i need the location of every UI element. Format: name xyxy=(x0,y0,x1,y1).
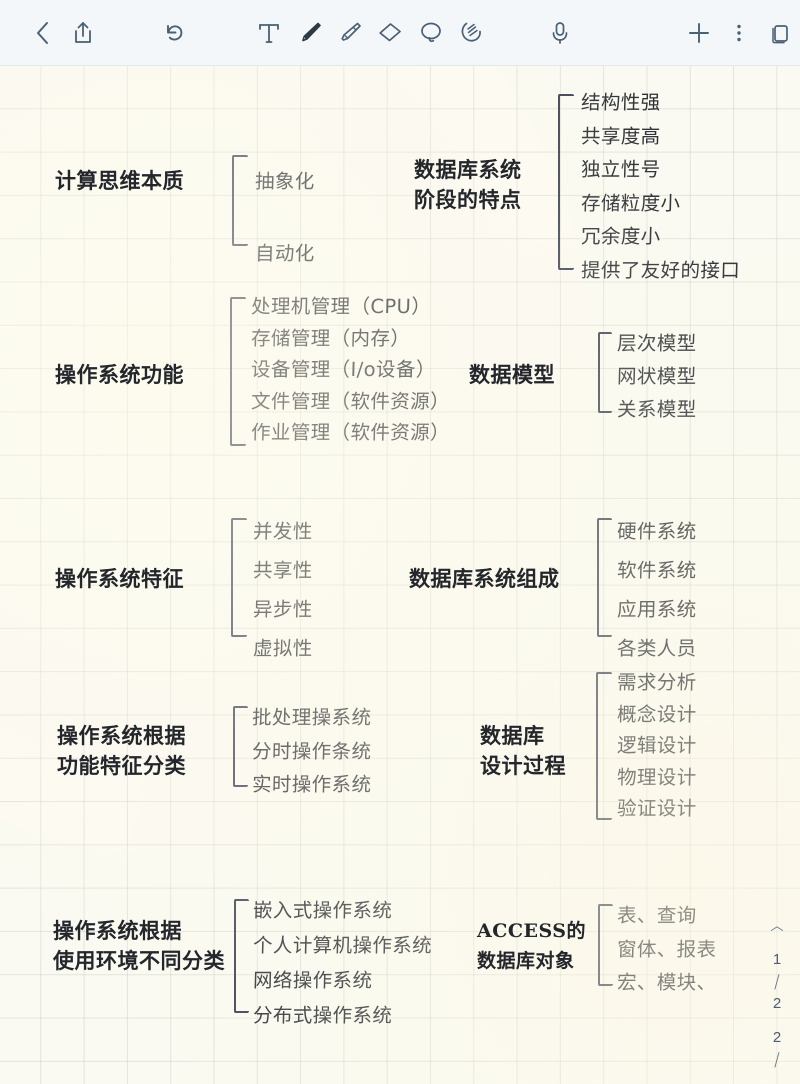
bracket-os-by-environment xyxy=(234,899,249,1013)
list-item: 层次模型 xyxy=(616,332,697,355)
list-item: 软件系统 xyxy=(616,559,697,582)
node-title-os-features: 操作系统特征 xyxy=(52,564,187,594)
bracket-os-functions xyxy=(230,297,246,446)
node-items-db-design-process: 需求分析 概念设计 逻辑设计 物理设计 验证设计 xyxy=(617,667,697,825)
list-item: 结构性强 xyxy=(580,91,661,114)
bracket-dbs-stage-features xyxy=(558,94,574,270)
list-item: 概念设计 xyxy=(616,702,697,726)
page-indicator-current: 1 xyxy=(772,951,782,968)
node-items-data-model: 层次模型 网状模型 关系模型 xyxy=(617,327,697,426)
add-icon[interactable] xyxy=(679,10,719,56)
list-item: 个人计算机操作系统 xyxy=(252,934,433,957)
node-items-os-by-environment: 嵌入式操作系统 个人计算机操作系统 网络操作系统 分布式操作系统 xyxy=(252,893,433,1033)
list-item: 处理机管理（CPU） xyxy=(250,295,432,318)
list-item: 作业管理（软件资源） xyxy=(250,421,451,444)
list-item: 网状模型 xyxy=(616,365,697,388)
list-item: 提供了友好的接口 xyxy=(580,258,741,282)
node-items-access-db-objects: 表、查询 窗体、报表 宏、模块、 xyxy=(617,899,717,1000)
list-item: 异步性 xyxy=(252,598,314,621)
list-item: 嵌入式操作系统 xyxy=(252,899,393,922)
pages-icon[interactable] xyxy=(760,10,800,56)
list-item: 存储粒度小 xyxy=(580,191,681,215)
node-title-db-design-process: 数据库 设计过程 xyxy=(477,721,569,781)
list-item: 存储管理（内存） xyxy=(250,326,411,350)
node-title-access-db-objects: ACCESS的 数据库对象 xyxy=(474,916,589,976)
list-item: 硬件系统 xyxy=(616,520,697,543)
page-indicator-next-slash: ╱ xyxy=(771,1052,782,1068)
list-item: 验证设计 xyxy=(616,797,697,820)
bracket-db-design-process xyxy=(596,672,612,820)
list-item: 需求分析 xyxy=(616,671,697,694)
node-title-dbs-composition: 数据库系统组成 xyxy=(406,564,563,594)
hand-tool-icon[interactable] xyxy=(451,10,491,56)
list-item: 设备管理（I/o设备） xyxy=(250,358,436,381)
list-item: 实时操作系统 xyxy=(251,773,372,796)
node-title-computational-thinking: 计算思维本质 xyxy=(52,166,187,196)
bracket-os-by-function xyxy=(233,706,248,787)
list-item: 抽象化 xyxy=(254,170,316,193)
pen-tool-icon[interactable] xyxy=(289,10,329,56)
list-item: 文件管理（软件资源） xyxy=(250,389,451,413)
text-tool-icon[interactable] xyxy=(249,10,289,56)
bracket-os-features xyxy=(231,518,247,637)
node-items-os-by-function: 批处理操系统 分时操作条统 实时操作系统 xyxy=(251,701,372,802)
list-item: 共享度高 xyxy=(580,124,661,148)
bracket-dbs-composition xyxy=(597,518,612,637)
node-title-os-by-function: 操作系统根据 功能特征分类 xyxy=(54,721,189,781)
list-item: 冗余度小 xyxy=(580,225,661,248)
list-item: 应用系统 xyxy=(616,598,697,621)
bracket-access-db-objects xyxy=(598,904,613,986)
list-item: 逻辑设计 xyxy=(616,734,697,757)
bracket-data-model xyxy=(598,332,612,413)
lasso-tool-icon[interactable] xyxy=(410,10,450,56)
list-item: 独立性号 xyxy=(580,158,661,181)
page-indicator[interactable]: ︿ 1 ╱ 2 2 ╱ xyxy=(760,915,794,1071)
page-indicator-total: 2 xyxy=(772,995,782,1012)
eraser-tool-icon[interactable] xyxy=(370,10,410,56)
bracket-computational-thinking xyxy=(232,155,248,246)
share-icon[interactable] xyxy=(63,10,103,56)
microphone-icon[interactable] xyxy=(540,10,580,56)
list-item: 窗体、报表 xyxy=(616,937,717,961)
list-item: 并发性 xyxy=(252,520,314,543)
list-item: 物理设计 xyxy=(616,765,697,789)
node-title-os-functions: 操作系统功能 xyxy=(52,360,187,390)
list-item: 表、查询 xyxy=(616,904,697,927)
list-item: 共享性 xyxy=(252,559,314,582)
node-items-dbs-stage-features: 结构性强 共享度高 独立性号 存储粒度小 冗余度小 提供了友好的接口 xyxy=(580,86,741,287)
list-item: 虚拟性 xyxy=(252,637,314,660)
list-item: 分时操作条统 xyxy=(251,739,372,763)
list-item: 批处理操系统 xyxy=(251,706,372,729)
node-items-dbs-composition: 硬件系统 软件系统 应用系统 各类人员 xyxy=(617,512,697,668)
list-item: 宏、模块、 xyxy=(616,971,717,994)
page-indicator-slash: ╱ xyxy=(771,974,782,990)
back-icon[interactable] xyxy=(23,10,63,56)
node-title-os-by-environment: 操作系统根据 使用环境不同分类 xyxy=(50,916,228,976)
node-items-os-functions: 处理机管理（CPU） 存储管理（内存） 设备管理（I/o设备） 文件管理（软件资… xyxy=(250,291,451,449)
more-options-icon[interactable] xyxy=(719,10,759,56)
undo-icon[interactable] xyxy=(154,10,194,56)
note-canvas[interactable]: 计算思维本质 抽象化 自动化 数据库系统 阶段的特点 结构性强 共享度高 独立性… xyxy=(0,66,800,1084)
toolbar xyxy=(0,0,800,66)
list-item: 各类人员 xyxy=(616,637,697,660)
page-indicator-next: 2 xyxy=(772,1029,782,1046)
list-item: 自动化 xyxy=(254,242,316,265)
node-title-data-model: 数据模型 xyxy=(466,360,558,390)
highlighter-tool-icon[interactable] xyxy=(330,10,370,56)
list-item: 关系模型 xyxy=(616,398,697,421)
node-title-dbs-stage-features: 数据库系统 阶段的特点 xyxy=(411,155,525,215)
node-items-os-features: 并发性 共享性 异步性 虚拟性 xyxy=(253,512,313,668)
list-item: 网络操作系统 xyxy=(252,969,373,992)
node-items-computational-thinking: 抽象化 自动化 xyxy=(255,146,315,290)
list-item: 分布式操作系统 xyxy=(252,1004,393,1027)
page-indicator-caret: ︿ xyxy=(770,918,784,933)
